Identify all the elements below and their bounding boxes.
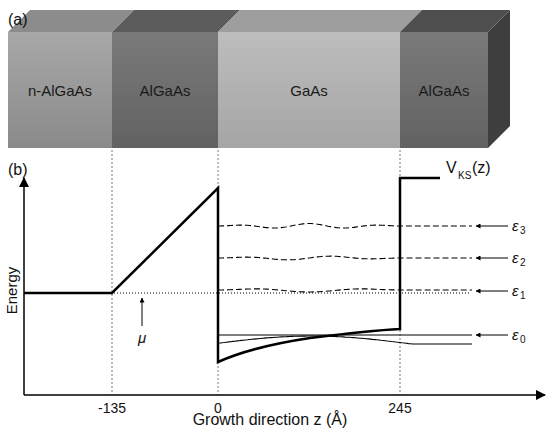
axis-title: Energy — [5, 266, 20, 314]
tick-label: -135 — [98, 401, 126, 415]
wavefunction-line — [218, 224, 472, 229]
layer-band: GaAs — [218, 32, 400, 148]
level-label: ε — [512, 283, 519, 298]
tick-label: 245 — [388, 401, 411, 415]
subscript: 0 — [520, 335, 526, 345]
layer-name: GaAs — [290, 82, 328, 99]
level-label: ε — [512, 327, 519, 342]
layer-band: n-AlGaAs — [8, 32, 112, 148]
layer-name: AlGaAs — [419, 82, 470, 99]
panel-label: (a) — [8, 12, 28, 28]
layer-name: AlGaAs — [140, 82, 191, 99]
subscript: 3 — [520, 226, 526, 236]
subscript: 2 — [520, 258, 526, 268]
layer-band: AlGaAs — [112, 32, 218, 148]
wavefunction-line — [218, 256, 472, 260]
level-label: ε — [512, 250, 519, 265]
symbol-label: V — [446, 160, 457, 176]
wavefunction-line — [218, 289, 472, 292]
panel-label: (b) — [8, 162, 28, 178]
symbol-label: (z) — [472, 160, 491, 176]
layer-name: n-AlGaAs — [28, 82, 92, 99]
symbol-label: μ — [138, 330, 146, 345]
subscript: 1 — [520, 291, 526, 301]
layer-band: AlGaAs — [400, 32, 488, 148]
wavefunction-line — [218, 336, 472, 344]
axis-title: Growth direction z (Å) — [193, 412, 348, 428]
subscript: KS — [458, 171, 471, 181]
level-label: ε — [512, 218, 519, 233]
